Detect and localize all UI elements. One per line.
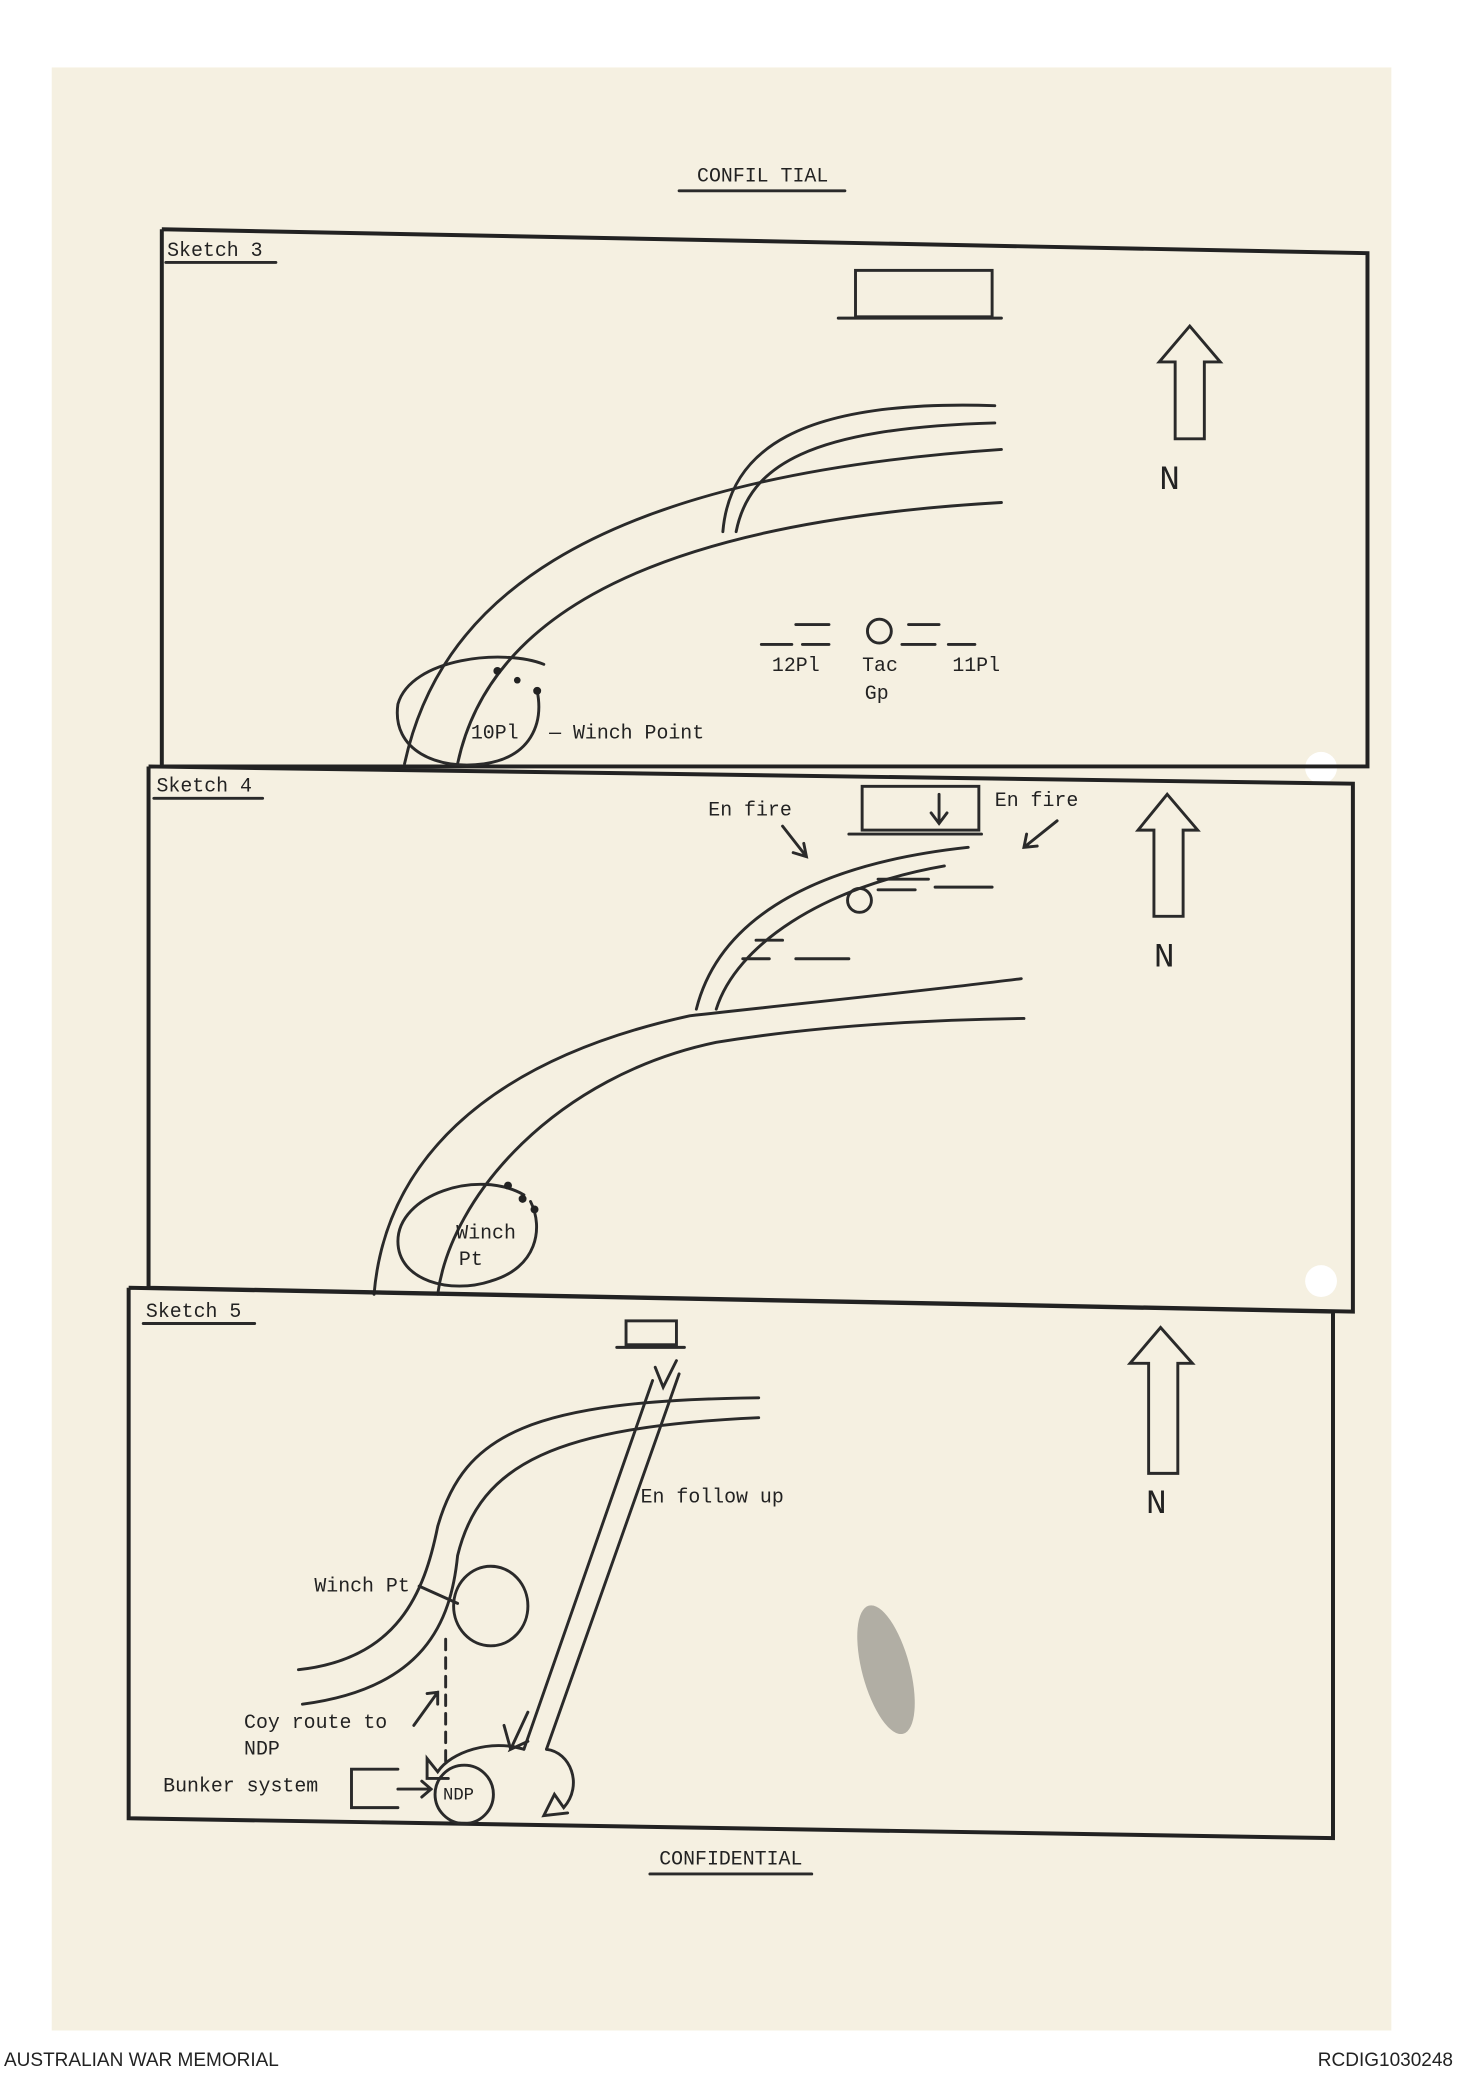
bunker-rect bbox=[624, 1319, 678, 1347]
dot bbox=[493, 666, 502, 675]
label-ndp: NDP bbox=[443, 1787, 474, 1806]
paper-sheet bbox=[51, 67, 1392, 2031]
label-11pl: 11Pl bbox=[952, 654, 1000, 677]
classification-header: CONFIL TIAL bbox=[697, 165, 828, 188]
punch-hole bbox=[1305, 1265, 1337, 1297]
north-label: N bbox=[1154, 939, 1175, 978]
sketch-frame bbox=[146, 764, 1355, 1314]
sketch-title: Sketch 4 bbox=[157, 775, 252, 798]
label-en-fire: En fire bbox=[708, 799, 792, 822]
track-line bbox=[300, 1416, 761, 1706]
north-arrow-icon bbox=[1134, 792, 1201, 918]
label-10pl: 10Pl bbox=[471, 722, 519, 745]
track-line bbox=[714, 864, 946, 1011]
fire-arrow-icon bbox=[1022, 819, 1059, 849]
label-coy-route: Coy route to bbox=[244, 1711, 387, 1734]
sketch-frame bbox=[126, 1285, 1335, 1841]
label-winch: Winch bbox=[456, 1222, 516, 1245]
arrow-down-icon bbox=[929, 792, 949, 826]
arrow-icon bbox=[412, 1690, 440, 1727]
ndp-marker bbox=[433, 1763, 495, 1826]
track-line bbox=[456, 501, 1003, 766]
sketch-3: Sketch 3 10Pl — Winch Point 12Pl Tac Gp … bbox=[159, 227, 1370, 769]
label-tac: Tac bbox=[862, 654, 898, 677]
winch-area bbox=[452, 1564, 530, 1648]
track-line bbox=[296, 1396, 761, 1672]
winch-area bbox=[395, 655, 546, 767]
arrow-icon bbox=[502, 1710, 530, 1753]
curved-arrow-icon bbox=[541, 1747, 575, 1818]
label-pt: Pt bbox=[459, 1248, 483, 1271]
arrow-icon bbox=[396, 1779, 434, 1799]
track-line bbox=[721, 403, 997, 534]
dot bbox=[518, 1194, 527, 1203]
north-label: N bbox=[1146, 1485, 1167, 1524]
label-en-follow-up: En follow up bbox=[641, 1486, 784, 1509]
label-gp: Gp bbox=[865, 682, 889, 705]
north-label: N bbox=[1159, 461, 1180, 500]
platoon-positions bbox=[759, 623, 977, 646]
leader-line bbox=[417, 1584, 460, 1605]
dot bbox=[504, 1181, 512, 1190]
label-winch-point: — Winch Point bbox=[548, 722, 704, 745]
ink-smudge bbox=[857, 1605, 915, 1735]
dot bbox=[533, 686, 542, 695]
label-bunker-system: Bunker system bbox=[163, 1775, 318, 1798]
label-en-fire: En fire bbox=[995, 789, 1079, 812]
track-line bbox=[436, 1016, 1026, 1296]
track-line bbox=[734, 421, 997, 534]
footer-id: RCDIG1030248 bbox=[1317, 2050, 1453, 2071]
sketch-frame bbox=[159, 227, 1370, 769]
track-line bbox=[694, 845, 970, 1011]
dot bbox=[530, 1205, 539, 1214]
bunker-rect bbox=[350, 1767, 400, 1810]
classification-footer: CONFIDENTIAL bbox=[659, 1848, 802, 1871]
sketch-title: Sketch 5 bbox=[146, 1300, 241, 1323]
tac-group-marker bbox=[846, 887, 873, 914]
track-line bbox=[372, 977, 1023, 1296]
enemy-follow-up-arrow bbox=[522, 1359, 681, 1751]
north-arrow-icon bbox=[1126, 1325, 1196, 1475]
sketch-5: Sketch 5 Winch Pt En follow up Coy route… bbox=[126, 1285, 1335, 1841]
sketch-4: Sketch 4 En fire En fire Winch Pt N bbox=[146, 764, 1355, 1314]
bunker-rect bbox=[860, 784, 981, 832]
dot bbox=[513, 676, 521, 684]
winch-area bbox=[396, 1182, 539, 1288]
platoon-positions bbox=[741, 877, 994, 961]
label-12pl: 12Pl bbox=[772, 654, 820, 677]
sketch-title: Sketch 3 bbox=[167, 239, 262, 262]
track-line bbox=[403, 447, 1003, 766]
north-arrow-icon bbox=[1156, 323, 1224, 441]
tac-group-marker bbox=[865, 617, 893, 645]
label-winch-pt: Winch Pt bbox=[314, 1574, 409, 1597]
footer-source: AUSTRALIAN WAR MEMORIAL bbox=[4, 2050, 279, 2071]
label-coy-route-ndp: NDP bbox=[244, 1738, 280, 1761]
fire-arrow-icon bbox=[781, 824, 809, 859]
